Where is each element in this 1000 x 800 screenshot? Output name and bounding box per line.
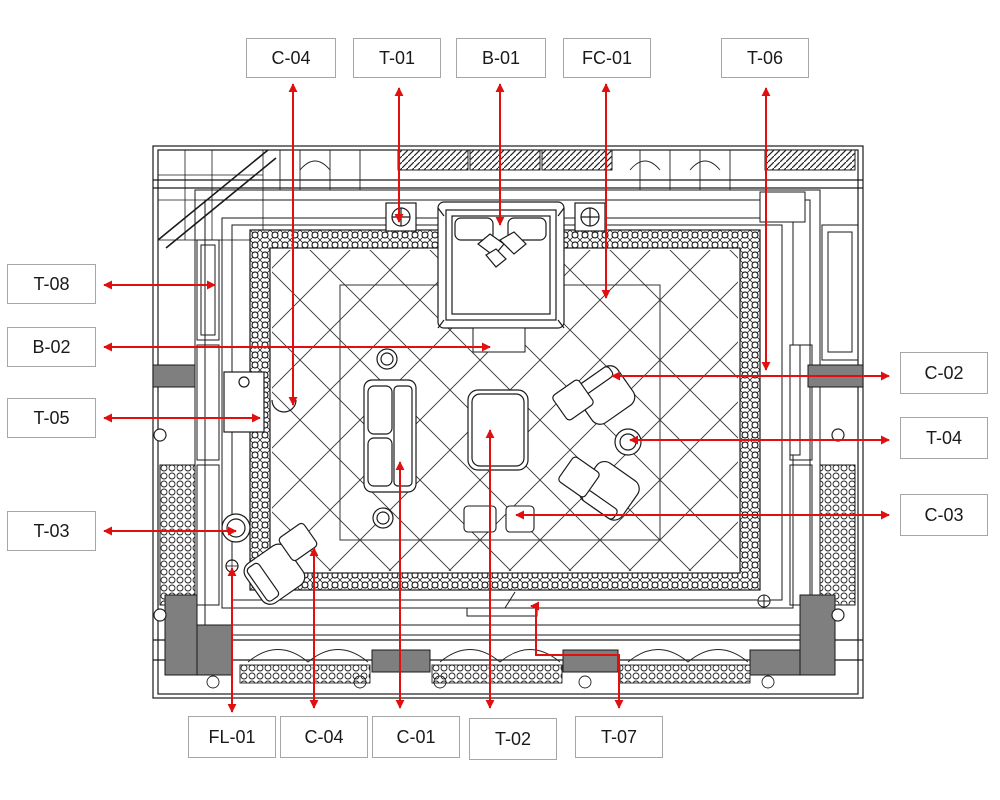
tag-fc01: FC-01 (563, 38, 651, 78)
tag-t03: T-03 (7, 511, 96, 551)
tag-c04-top: C-04 (246, 38, 336, 78)
tag-t01: T-01 (353, 38, 441, 78)
tag-t08: T-08 (7, 264, 96, 304)
tag-t05: T-05 (7, 398, 96, 438)
coffee-table (467, 389, 529, 471)
bench-b02 (472, 327, 526, 353)
lounge-chair (243, 522, 318, 605)
bottom-windows (206, 639, 775, 689)
tag-b01: B-01 (456, 38, 546, 78)
wall-stubs (152, 364, 864, 676)
callout-leaders (103, 83, 890, 713)
tag-c03: C-03 (900, 494, 988, 536)
tag-t06: T-06 (721, 38, 809, 78)
top-windows (279, 149, 856, 190)
tag-b02: B-02 (7, 327, 96, 367)
tag-c02: C-02 (900, 352, 988, 394)
tag-c04-bottom: C-04 (280, 716, 368, 758)
fixtures (466, 191, 806, 617)
tag-fl01: FL-01 (188, 716, 276, 758)
tag-t07: T-07 (575, 716, 663, 758)
leader-t07 (530, 601, 624, 709)
tag-t04: T-04 (900, 417, 988, 459)
tag-t02: T-02 (469, 718, 557, 760)
tag-c01: C-01 (372, 716, 460, 758)
